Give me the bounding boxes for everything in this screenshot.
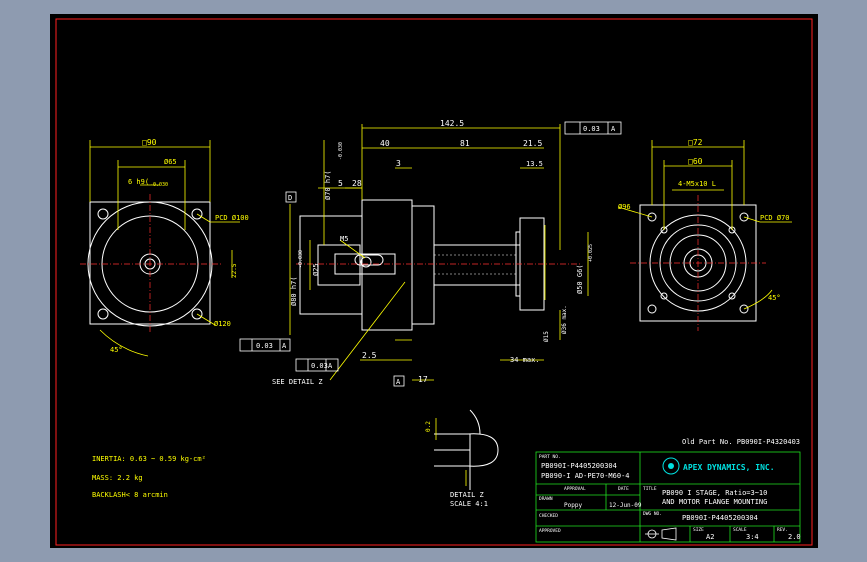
dia-70h7-dim: Ø70 h7( — [324, 170, 332, 200]
perp-tol-value: 0.03 — [256, 342, 273, 350]
length-3-dim: 3 — [396, 159, 401, 168]
right-square-dim: □72 — [688, 138, 703, 147]
size-value: A2 — [706, 533, 714, 541]
company-name: APEX DYNAMICS, INC. — [683, 463, 775, 472]
rev-label: REV. — [777, 527, 788, 533]
dia-50-dim: Ø50 G6( — [576, 264, 584, 294]
right-od-dim: Ø96 — [618, 203, 631, 211]
drawn-by: Poppy — [564, 502, 582, 509]
datum-a-label: A — [396, 378, 401, 386]
title-line-1: PB090 I STAGE, Ratio=3~10 — [662, 489, 767, 497]
title-line-2: AND MOTOR FLANGE MOUNTING — [662, 498, 767, 506]
note-inertia: INERTIA: 0.63 ~ 0.59 kg-cm² — [92, 455, 206, 463]
dia-50-tol: +0.025 — [588, 244, 594, 262]
length-215-dim: 21.5 — [523, 139, 542, 148]
dia-70h7-tol: -0.030 — [338, 142, 344, 160]
old-part-number: Old Part No. PB090I-P4320403 — [682, 438, 800, 446]
note-mass: MASS: 2.2 kg — [92, 474, 143, 482]
dia-36-dim: Ø36 max. — [561, 305, 568, 334]
right-centerlines — [630, 195, 766, 331]
length-28-dim: 28 — [352, 179, 362, 188]
right-holes-dim: 4-M5x10 L — [678, 180, 716, 188]
company-logo — [662, 457, 680, 475]
parallel-tol-value: 0.03 — [583, 125, 600, 133]
dwg-no: PB090I-P4405200304 — [682, 514, 758, 522]
detail-z-view — [434, 409, 499, 490]
length-40-dim: 40 — [380, 139, 390, 148]
overall-length-dim: 142.5 — [440, 119, 464, 128]
right-dimension-lines — [617, 140, 792, 310]
perp-tol-ref: A — [282, 342, 287, 350]
side-hidden-lines — [434, 254, 516, 275]
title-label: TITLE — [643, 486, 657, 492]
length-34max-dim: 34 max. — [510, 356, 540, 364]
side-dimension-lines — [289, 124, 589, 381]
datum-d-label: D — [288, 194, 292, 202]
note-backlash: BACKLASH< 8 arcmin — [92, 491, 168, 499]
left-centerlines — [80, 194, 222, 334]
left-dimension-lines — [89, 140, 240, 357]
thread-m5-label: M5 — [340, 235, 348, 243]
parallel-tol-ref: A — [611, 125, 616, 133]
left-key-tol: -0.030 — [150, 182, 168, 188]
dwg-no-label: DWG NO. — [643, 511, 662, 517]
part-no-label: PART NO. — [539, 454, 561, 460]
right-square60-dim: □60 — [688, 157, 703, 166]
right-angle-dim: 45° — [768, 294, 781, 302]
length-17-dim: 17 — [418, 375, 428, 384]
checked-label: CHECKED — [539, 513, 558, 519]
length-5-dim: 5 — [338, 179, 343, 188]
detail-z-dims — [435, 418, 467, 486]
part-no-1: PB090I-P4405200304 — [541, 462, 617, 470]
part-no-2: PB090-I AD-PE70-M60-4 — [541, 472, 630, 480]
side-gdt-frames — [239, 121, 622, 387]
right-pcd-dim: PCD Ø70 — [760, 214, 790, 222]
date-label: DATE — [618, 486, 629, 492]
runout-tol-ref: A — [328, 362, 333, 370]
scale-value: 3:4 — [746, 533, 759, 541]
runout-tol-value: 0.03 — [311, 362, 328, 370]
left-angle-dim: 45° — [110, 346, 123, 354]
left-key-dim: 6 h9( — [128, 178, 149, 186]
approval-label: APPROVAL — [564, 486, 586, 492]
rev-value: 2.0 — [788, 533, 801, 541]
dia-15-dim: Ø15 — [543, 331, 550, 342]
see-detail-label: SEE DETAIL Z — [272, 378, 323, 386]
drawing-border — [55, 18, 813, 546]
drawn-date: 12-Jun-09 — [609, 502, 642, 509]
detail-z-dim: 0.2 — [425, 421, 432, 432]
detail-z-label: DETAIL Z — [450, 491, 484, 499]
left-bore-dim: Ø65 — [164, 158, 177, 166]
size-label: SIZE — [693, 527, 704, 533]
projection-symbol — [645, 527, 677, 541]
scale-label: SCALE — [733, 527, 747, 533]
left-square-dim: □90 — [142, 138, 157, 147]
approved-label: APPROVED — [539, 528, 561, 534]
dia-80h7-dim: Ø80 h7( — [290, 276, 298, 306]
drawn-label: DRAWN — [539, 496, 553, 502]
dia-80h7-tol: -0.030 — [298, 250, 304, 268]
length-135-dim: 13.5 — [526, 160, 543, 168]
length-25-dim: 2.5 — [362, 351, 377, 360]
detail-z-scale: SCALE 4:1 — [450, 500, 488, 508]
title-block — [535, 451, 801, 543]
dia-25-dim: Ø25 — [312, 263, 320, 276]
left-pcd-dim: PCD Ø100 — [215, 214, 249, 222]
left-od-dim: Ø120 — [214, 320, 231, 328]
left-shaft-dim: 22.5 — [231, 263, 238, 278]
length-81-dim: 81 — [460, 139, 470, 148]
